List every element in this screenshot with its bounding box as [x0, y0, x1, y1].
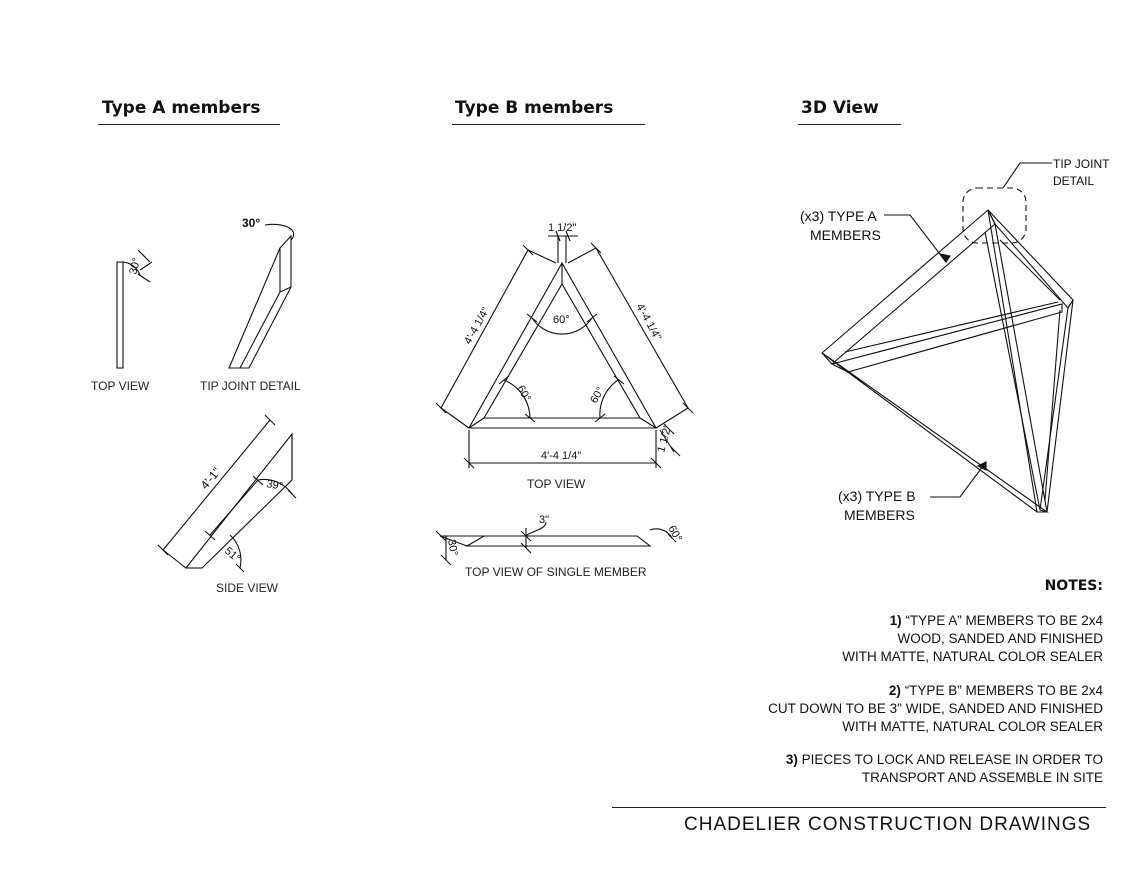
note-2-line-2: CUT DOWN TO BE 3" WIDE, SANDED AND FINIS…: [768, 701, 1103, 716]
type-b-bottom-length-label: 4'-4 1/4": [541, 450, 581, 462]
note-2-line-3: WITH MATTE, NATURAL COLOR SEALER: [842, 719, 1103, 734]
type-a-members-label-1: (x3) TYPE A: [800, 208, 877, 224]
note-2: 2) “TYPE B” MEMBERS TO BE 2x4 CUT DOWN T…: [768, 682, 1103, 736]
type-a-length-label: 4'-1": [198, 465, 224, 492]
note-1: 1) “TYPE A” MEMBERS TO BE 2x4 WOOD, SAND…: [842, 612, 1103, 666]
section-title-3d-view: 3D View: [798, 98, 901, 125]
note-3-number: 3): [785, 752, 798, 767]
type-b-width-top-label: 1 1/2": [548, 222, 576, 234]
note-2-line-1: “TYPE B” MEMBERS TO BE 2x4: [904, 683, 1103, 698]
note-1-line-3: WITH MATTE, NATURAL COLOR SEALER: [842, 649, 1103, 664]
note-2-number: 2): [888, 683, 901, 698]
note-1-number: 1): [889, 613, 902, 628]
type-b-members-label-1: (x3) TYPE B: [838, 488, 916, 504]
type-b-single-member-caption: TOP VIEW OF SINGLE MEMBER: [465, 565, 647, 579]
type-b-right-angle-label: 60°: [588, 385, 607, 405]
type-a-members-label-2: MEMBERS: [810, 227, 881, 243]
type-b-left-length-label: 4'-4 1/4": [462, 305, 492, 346]
section-title-type-a: Type A members: [98, 98, 280, 125]
type-a-top-view-caption: TOP VIEW: [91, 379, 150, 393]
note-1-line-1: “TYPE A” MEMBERS TO BE 2x4: [905, 613, 1103, 628]
type-a-angle-39-label: 39°: [265, 478, 283, 493]
type-a-side-view-caption: SIDE VIEW: [216, 581, 279, 595]
type-b-left-angle-label: 60°: [514, 384, 533, 404]
type-b-apex-angle-label: 60°: [553, 314, 570, 326]
tip-joint-label-2: DETAIL: [1053, 174, 1094, 188]
type-b-width-side-label: 1 1/2": [655, 423, 674, 454]
tetrahedron-3d: [821, 162, 1074, 513]
type-b-single-left-angle-label: 30°: [445, 538, 460, 556]
type-b-members-label-2: MEMBERS: [844, 507, 915, 523]
type-b-single-width-label: 3": [539, 514, 549, 526]
type-b-top-view: [435, 230, 694, 469]
type-a-top-view: [116, 249, 153, 369]
note-3-line-2: TRANSPORT AND ASSEMBLE IN SITE: [861, 770, 1103, 785]
type-a-top-angle-label: 30°: [127, 257, 143, 276]
type-b-top-view-caption: TOP VIEW: [527, 477, 586, 491]
type-a-tip-angle-label: 30°: [242, 216, 260, 230]
type-a-tip-joint-caption: TIP JOINT DETAIL: [200, 379, 301, 393]
section-title-type-b: Type B members: [452, 98, 645, 125]
footer-rule: [612, 807, 1106, 808]
type-a-side-view: [157, 414, 297, 573]
type-b-right-length-label: 4'-4 1/4": [633, 302, 663, 343]
note-1-line-2: WOOD, SANDED AND FINISHED: [897, 631, 1103, 646]
tip-joint-label-1: TIP JOINT: [1053, 157, 1110, 171]
note-3: 3) PIECES TO LOCK AND RELEASE IN ORDER T…: [786, 751, 1103, 787]
note-3-line-1: PIECES TO LOCK AND RELEASE IN ORDER TO: [801, 752, 1103, 767]
type-a-tip-joint: [228, 223, 295, 369]
type-b-single-member: [435, 521, 677, 566]
footer-title: CHADELIER CONSTRUCTION DRAWINGS: [684, 814, 1092, 835]
type-b-single-right-angle-label: 60°: [665, 524, 684, 544]
notes-heading: NOTES:: [1044, 578, 1103, 594]
type-a-angle-51-label: 51°: [222, 545, 242, 565]
